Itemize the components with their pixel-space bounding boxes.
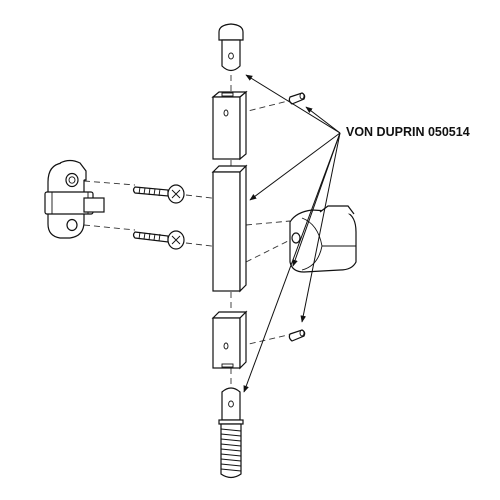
roll-pin-lower xyxy=(288,329,306,342)
middle-rod xyxy=(211,164,248,293)
machine-screw-lower xyxy=(132,230,185,250)
top-pin xyxy=(218,23,244,72)
roll-pin-upper xyxy=(288,92,306,105)
lower-rod xyxy=(211,310,248,370)
upper-rod xyxy=(211,90,248,161)
part-number-label: VON DUPRIN 050514 xyxy=(346,125,470,139)
bottom-bolt xyxy=(218,387,244,479)
machine-screw-upper xyxy=(132,184,185,204)
alignment-lines xyxy=(83,75,293,392)
rod-guide-bracket xyxy=(44,159,105,239)
leader-arrows xyxy=(243,74,341,393)
latch-cover xyxy=(289,205,357,273)
